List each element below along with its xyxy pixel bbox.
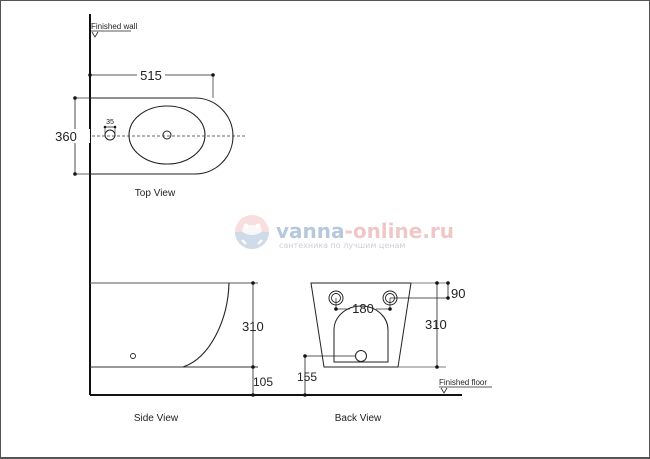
brand-tagline: сантехника по лучшим ценам <box>279 241 405 250</box>
dim-floor-105: 105 <box>253 375 273 389</box>
top-view: 515 360 35 Top View <box>55 68 246 199</box>
top-view-label: Top View <box>135 188 176 199</box>
dim-floor-155: 155 <box>297 370 317 384</box>
finished-wall-label: Finished wall <box>91 22 137 31</box>
floor-marker-icon <box>440 387 448 394</box>
back-view-label: Back View <box>335 413 382 424</box>
side-view: 310 105 Side View <box>90 281 273 424</box>
bowl-outline <box>128 105 206 165</box>
wall-marker-icon <box>91 31 99 38</box>
watermark: vanna-online.ru сантехника по лучшим цен… <box>235 215 454 250</box>
dim-length-515: 515 <box>140 68 162 83</box>
overflow-hole-icon <box>130 353 136 359</box>
tap-hole-icon <box>104 129 116 141</box>
brand-dash: - <box>345 219 353 243</box>
back-view: 180 155 310 90 Back View <box>297 281 465 424</box>
dim-hole-35: 35 <box>106 119 114 126</box>
brand-prefix: vanna <box>276 219 345 243</box>
svg-text:vanna-online.ru: vanna-online.ru <box>276 219 454 243</box>
side-view-label: Side View <box>134 413 179 424</box>
back-opening-outline <box>333 305 389 363</box>
brand-suffix: online.ru <box>353 219 454 243</box>
drain-outlet-icon <box>355 350 367 362</box>
dim-height-310-side: 310 <box>242 319 264 334</box>
bidet-outline-side <box>182 282 230 368</box>
bidet-outline-back <box>310 282 412 368</box>
finished-floor-label: Finished floor <box>439 378 487 387</box>
dim-spacing-180: 180 <box>352 301 374 316</box>
drain-icon <box>162 130 172 140</box>
dim-top-90: 90 <box>451 286 465 301</box>
dim-width-360: 360 <box>55 129 77 144</box>
dim-height-310-back: 310 <box>425 317 447 332</box>
bidet-outline-top <box>90 97 234 175</box>
